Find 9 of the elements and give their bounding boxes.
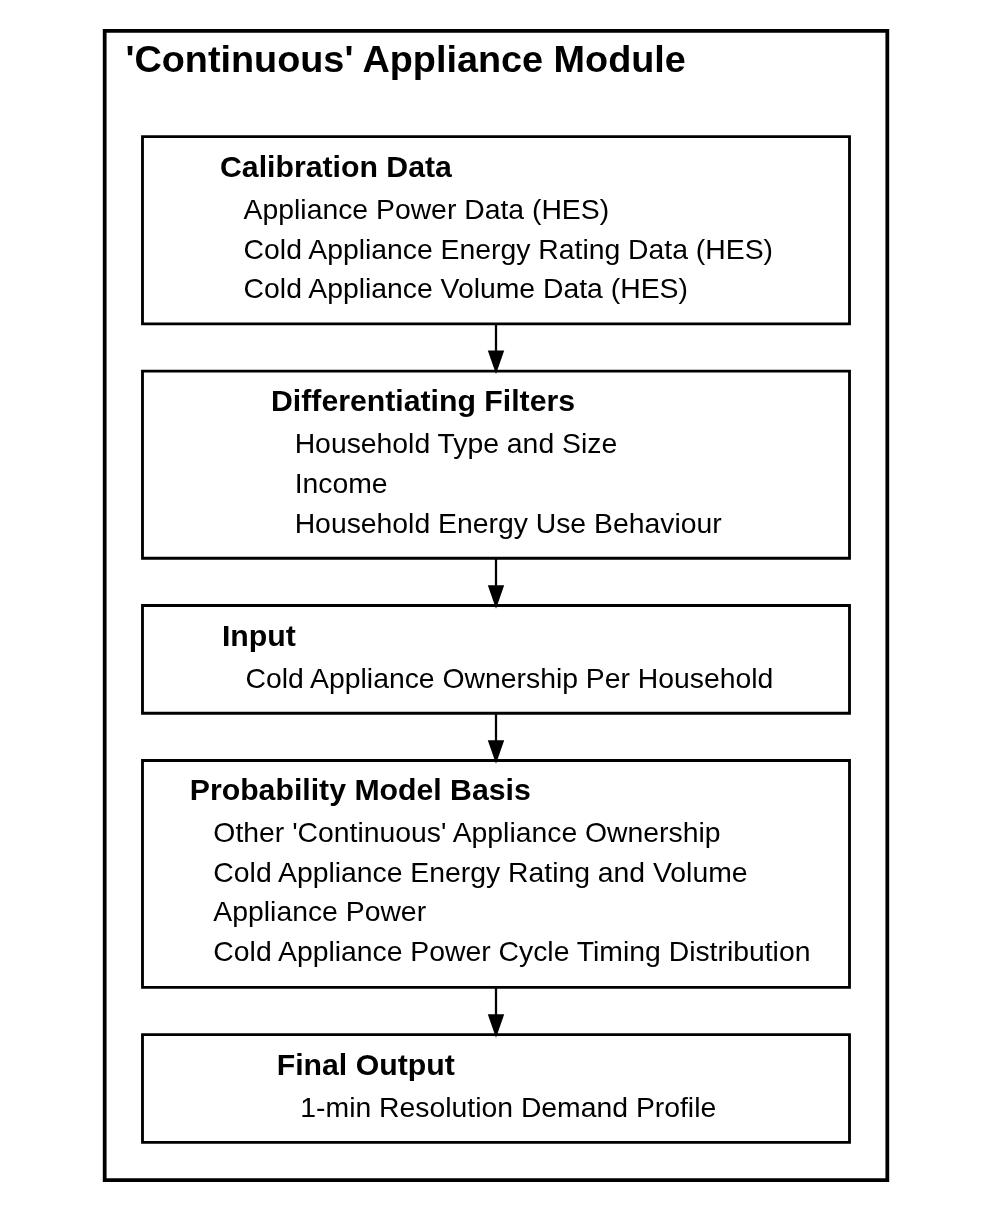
arrow	[487, 987, 504, 1038]
node-box: Input Cold Appliance Ownership Per Household	[140, 604, 851, 715]
node-box: Final Output 1-min Resolution Demand Profile	[140, 1033, 851, 1144]
arrow	[487, 323, 504, 374]
node-box: Differentiating Filters Household Type and Size Income Household Energy Use Behaviour	[140, 369, 851, 560]
arrow	[487, 558, 504, 609]
node-box: Probability Model Basis Other 'Continuous' Appliance Ownership Cold Appliance Energy Rating and Volume Appliance Power Cold Appliance Power Cycle Timing Distribution	[140, 759, 851, 989]
node-box: Calibration Data Appliance Power Data (HES) Cold Appliance Energy Rating Data (HES) Cold Appliance Volume Data (HES)	[140, 135, 851, 326]
arrow	[487, 713, 504, 764]
